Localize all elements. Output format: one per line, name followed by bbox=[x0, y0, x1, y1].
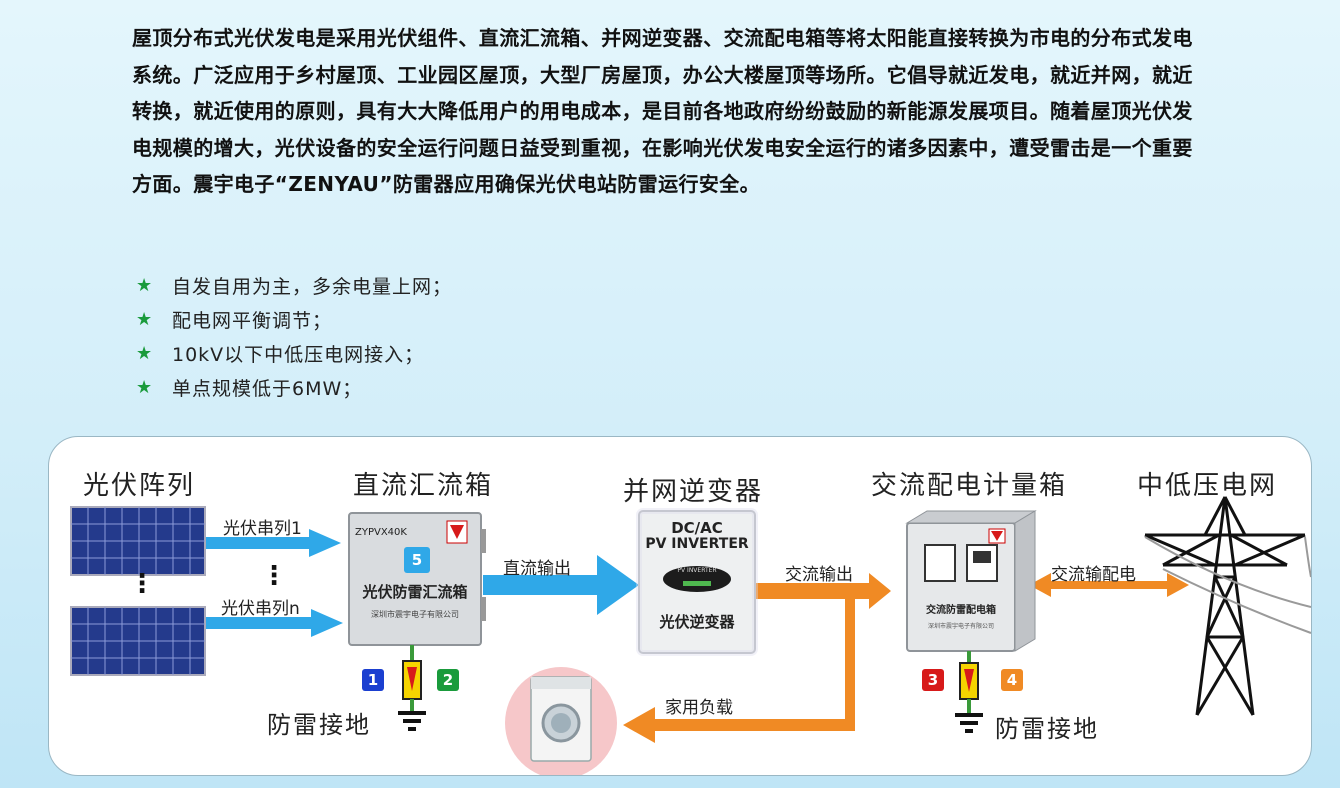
star-icon: ★ bbox=[136, 376, 154, 398]
washing-machine-icon bbox=[505, 667, 617, 775]
label-grounding-right: 防雷接地 bbox=[995, 715, 1099, 743]
ac-cabinet-name: 交流防雷配电箱 bbox=[926, 605, 996, 616]
inverter-name: 光伏逆变器 bbox=[659, 613, 735, 631]
label-string-n: 光伏串列n bbox=[221, 599, 300, 619]
household-load-arrow bbox=[623, 707, 855, 743]
heading-grid: 中低压电网 bbox=[1137, 471, 1278, 501]
star-icon: ★ bbox=[136, 274, 154, 296]
list-item: ★10kV以下中低压电网接入； bbox=[136, 342, 425, 366]
vertical-ellipsis-icon: ⋮ bbox=[261, 561, 287, 591]
ground-icon-right bbox=[955, 713, 983, 733]
list-item: ★自发自用为主，多余电量上网； bbox=[136, 274, 453, 298]
diagram-graphics bbox=[70, 496, 1311, 775]
inverter-title-1: DC/AC bbox=[671, 519, 723, 537]
label-household-load: 家用负载 bbox=[665, 698, 733, 718]
badge-1: 1 bbox=[362, 669, 384, 691]
heading-combiner: 直流汇流箱 bbox=[353, 471, 494, 501]
label-ac-distribution: 交流输配电 bbox=[1051, 565, 1136, 585]
inverter-display-text: PV INVERTER bbox=[677, 567, 717, 574]
ac-output-arrow bbox=[755, 573, 891, 609]
star-icon: ★ bbox=[136, 342, 154, 364]
label-grounding-left: 防雷接地 bbox=[267, 711, 371, 739]
pv-system-diagram: 光伏阵列 直流汇流箱 并网逆变器 交流配电计量箱 中低压电网 光伏串列1 光伏串… bbox=[48, 436, 1312, 776]
string-1-arrow bbox=[203, 529, 341, 557]
list-item: ★单点规模低于6MW； bbox=[136, 376, 363, 400]
label-ac-output: 交流输出 bbox=[785, 565, 853, 585]
spd-module-right bbox=[959, 651, 979, 713]
badge-5: 5 bbox=[404, 547, 430, 573]
transmission-tower-icon bbox=[1144, 496, 1306, 716]
pv-panel-bottom bbox=[70, 606, 206, 676]
dc-arrows bbox=[203, 529, 639, 637]
heading-inverter: 并网逆变器 bbox=[623, 477, 764, 507]
combiner-name: 光伏防雷汇流箱 bbox=[362, 583, 468, 601]
ac-distribution-arrow bbox=[1029, 573, 1189, 597]
heading-pv-array: 光伏阵列 bbox=[83, 471, 196, 501]
combiner-box-body bbox=[348, 512, 482, 646]
label-dc-output: 直流输出 bbox=[503, 559, 571, 579]
intro-paragraph: 屋顶分布式光伏发电是采用光伏组件、直流汇流箱、并网逆变器、交流配电箱等将太阳能直… bbox=[132, 26, 1193, 196]
pv-panel-top bbox=[70, 506, 206, 576]
heading-ac-box: 交流配电计量箱 bbox=[871, 471, 1068, 501]
vertical-ellipsis-icon: ⋮ bbox=[129, 569, 155, 599]
badge-4: 4 bbox=[1001, 669, 1023, 691]
inverter-title-2: PV INVERTER bbox=[645, 536, 749, 552]
feature-list: ★自发自用为主，多余电量上网； ★配电网平衡调节； ★10kV以下中低压电网接入… bbox=[136, 268, 452, 404]
meter-window-1-icon bbox=[924, 544, 956, 582]
list-item: ★配电网平衡调节； bbox=[136, 308, 333, 332]
combiner-maker: 深圳市震宇电子有限公司 bbox=[371, 610, 459, 619]
string-n-arrow bbox=[203, 609, 343, 637]
spd-module-left bbox=[402, 645, 422, 711]
ac-cabinet-maker: 深圳市震宇电子有限公司 bbox=[927, 623, 994, 630]
ac-branch-line bbox=[845, 583, 855, 729]
ground-icon-left bbox=[398, 711, 426, 731]
power-lines bbox=[1144, 536, 1311, 634]
dc-output-arrow bbox=[483, 555, 639, 615]
ac-arrows bbox=[623, 573, 1189, 743]
star-icon: ★ bbox=[136, 308, 154, 330]
combiner-model: ZYPVX40K bbox=[355, 527, 407, 538]
badge-3: 3 bbox=[922, 669, 944, 691]
badge-2: 2 bbox=[437, 669, 459, 691]
label-string-1: 光伏串列1 bbox=[223, 519, 302, 539]
inverter-display bbox=[663, 566, 731, 592]
